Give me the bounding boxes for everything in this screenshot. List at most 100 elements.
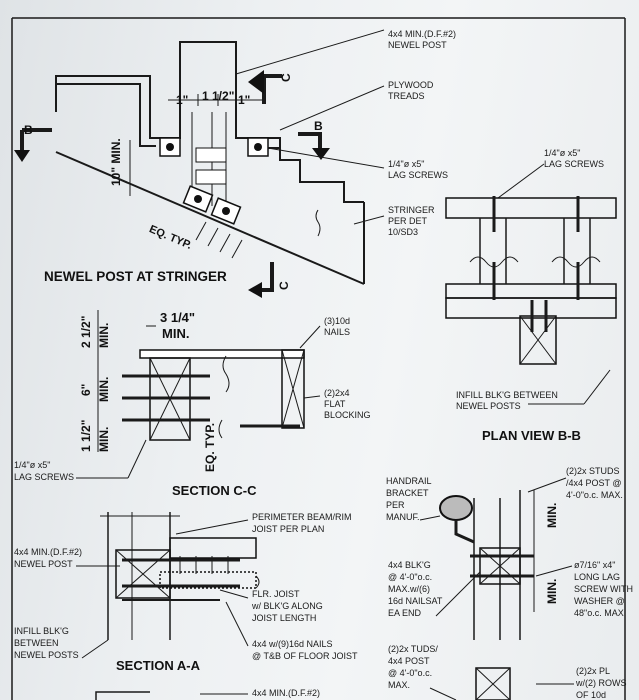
leader-tuds (429, 687, 457, 700)
cc-break (218, 419, 223, 439)
marker-c-bottom-label: C (277, 281, 291, 290)
leader-lag-right (497, 163, 545, 199)
leader-infill-left (81, 639, 109, 659)
leader-lag-left-2 (127, 439, 147, 479)
callout-studs-right-1: (2)2x STUDS (566, 466, 620, 476)
callout-plywood-1: PLYWOOD (388, 80, 434, 90)
title-section-cc: SECTION C-C (172, 483, 257, 498)
dim-2-half: 2 1/2" (79, 316, 93, 348)
dim-3-quarter: 3 1/4" (160, 310, 195, 325)
callout-pl-1: (2)2x PL (576, 666, 610, 676)
callout-pl-3: OF 10d (576, 690, 606, 700)
callout-lag-mid-2: LAG SCREWS (388, 170, 448, 180)
callouts-upper: 4x4 MIN.(D.F.#2) NEWEL POST PLYWOOD TREA… (235, 29, 456, 237)
callout-newel-post-2: NEWEL POST (388, 40, 447, 50)
tread-outline (55, 41, 281, 149)
callout-infill-left-3: NEWEL POSTS (14, 650, 79, 660)
marker-b-left (20, 128, 52, 152)
callout-nails-10d-2: NAILS (324, 327, 350, 337)
leader-infill (583, 369, 611, 405)
callout-long-lag-3: SCREW WITH (574, 584, 633, 594)
dim-min-1: MIN. (97, 323, 111, 348)
callout-lag-mid-1: 1/4"ø x5" (388, 159, 424, 169)
aa-break (255, 575, 260, 589)
bottom-post-x (475, 667, 511, 700)
leader-floor-joist (219, 589, 249, 599)
hr-blocking (479, 547, 521, 585)
callout-blkg-2: @ 4'-0"o.c. (388, 572, 432, 582)
callout-floor-joist-1: FLR. JOIST (252, 589, 300, 599)
detail-plan-view-bb: 1/4"ø x5" LAG SCREWS INFILL BLK'G BETWEE… (445, 148, 617, 443)
dim-1in-left: 1" (176, 93, 188, 107)
leader-stringer (353, 215, 385, 225)
leader-nails-10d (299, 325, 321, 349)
plan-break (469, 256, 519, 268)
callout-nails-10d-1: (3)10d (324, 316, 350, 326)
leader-long-lag (535, 565, 573, 577)
title-plan-view-bb: PLAN VIEW B-B (482, 428, 581, 443)
callout-stringer-2: PER DET (388, 216, 428, 226)
callout-plywood-2: TREADS (388, 91, 425, 101)
callout-perimeter-2: JOIST PER PLAN (252, 524, 324, 534)
nail-box (195, 169, 227, 185)
callout-blkg-3: MAX.w/(6) (388, 584, 430, 594)
leader-nails-16d (225, 601, 249, 647)
callout-lag-left-2: LAG SCREWS (14, 472, 74, 482)
dim-min-3: MIN. (97, 427, 111, 452)
plan-top-member (445, 197, 617, 219)
callout-infill-newel-2: NEWEL POSTS (456, 401, 521, 411)
lower-detail-edge (95, 691, 150, 700)
dim-min-2: MIN. (97, 377, 111, 402)
marker-b-right-label: B (314, 119, 323, 133)
title-section-aa: SECTION A-A (116, 658, 201, 673)
dim-min: MIN. (162, 326, 189, 341)
marker-b-left-arrow (14, 150, 30, 162)
dim-10-min: 10" MIN. (109, 138, 123, 186)
callout-blkg-1: 4x4 BLK'G (388, 560, 431, 570)
callout-tuds-1: (2)2x TUDS/ (388, 644, 438, 654)
marker-b-left-label: B (24, 123, 33, 137)
cc-top-plate (139, 349, 305, 359)
marker-b-right (298, 132, 322, 150)
callout-floor-joist-3: JOIST LENGTH (252, 613, 316, 623)
aa-rim-joist (169, 537, 257, 559)
callout-nails-16d-1: 4x4 w/(9)16d NAILS (252, 639, 333, 649)
title-newel-at-stringer: NEWEL POST AT STRINGER (44, 269, 227, 284)
callout-long-lag-1: ø7/16" x4" (574, 560, 615, 570)
handrail-profile (439, 495, 473, 521)
callout-blkg-5: EA END (388, 608, 422, 618)
callout-long-lag-4: WASHER @ (574, 596, 625, 606)
callout-studs-right-2: /4x4 POST @ (566, 478, 622, 488)
callout-handrail-1: HANDRAIL (386, 476, 432, 486)
lag-screw-head (166, 143, 174, 151)
nail-box (195, 147, 227, 163)
callout-flat-blocking-2: FLAT (324, 399, 346, 409)
dim-1-half: 1 1/2" (202, 89, 234, 103)
callout-newel-post-1: 4x4 MIN.(D.F.#2) (388, 29, 456, 39)
callout-newel-left-1: 4x4 MIN.(D.F.#2) (14, 547, 82, 557)
callout-tuds-3: @ 4'-0"o.c. (388, 668, 432, 678)
callout-infill-left-2: BETWEEN (14, 638, 59, 648)
marker-c-bottom-arrow (248, 282, 262, 298)
callout-perimeter-1: PERIMETER BEAM/RIM (252, 512, 352, 522)
eq-tick (195, 221, 207, 241)
dim-min-right-2: MIN. (545, 579, 559, 604)
eq-tick (207, 227, 219, 247)
aa-floor-joist (159, 571, 257, 589)
leader-flat-blocking (303, 395, 321, 399)
cc-right-x (281, 349, 305, 429)
callout-long-lag-5: 48"o.c. MAX. (574, 608, 626, 618)
detail-newel-at-stringer: 1" 1 1/2" 1" EQ. TYP. 10" MIN. NEWEL POS… (14, 41, 365, 298)
leader-perimeter (175, 519, 249, 535)
label-eq-typ: EQ. TYP. (147, 223, 193, 252)
callout-pl-2: w/(2) ROWS (575, 678, 627, 688)
aa-blocking-x (115, 549, 171, 599)
callout-long-lag-2: LONG LAG (574, 572, 620, 582)
dim-1-half-v: 1 1/2" (79, 420, 93, 452)
callout-tuds-4: MAX. (388, 680, 410, 690)
stringer-bottom (55, 151, 365, 285)
leader-blkg (435, 571, 481, 617)
handrail-bracket-arm (454, 520, 475, 544)
eq-tick (219, 233, 231, 253)
